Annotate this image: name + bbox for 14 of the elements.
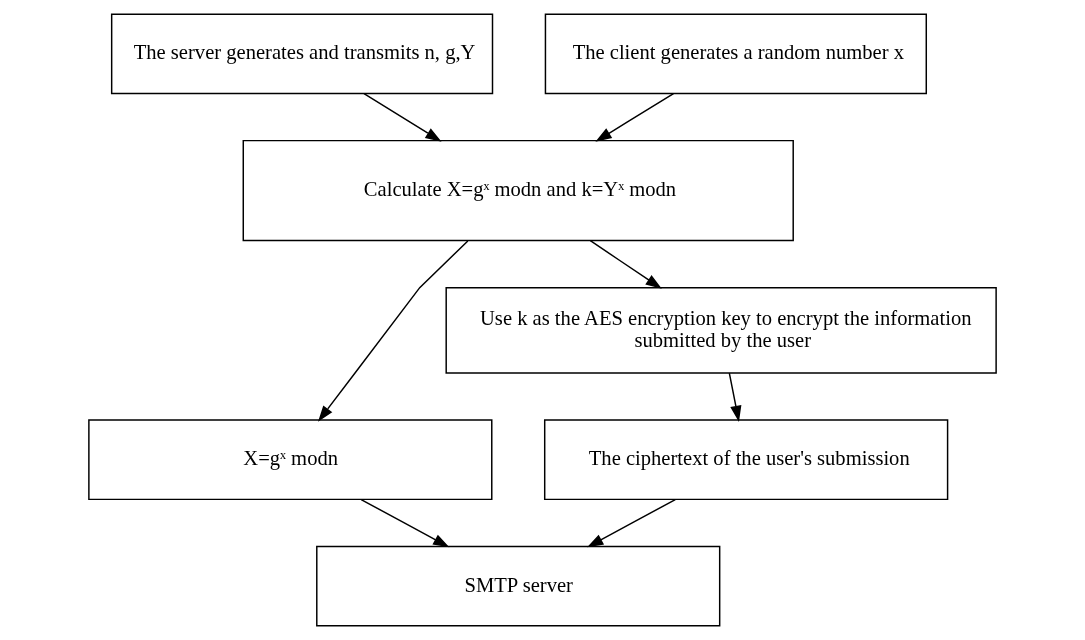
- arrow: [589, 239, 662, 289]
- node-box: The ciphertext of the user's submission: [543, 419, 949, 501]
- node-box: Use k as the AES encryption key to encrypt the information submitted by the user: [445, 286, 997, 374]
- arrow: [728, 372, 742, 422]
- node-box: The client generates a random number x: [544, 13, 927, 95]
- arrow: [595, 92, 675, 142]
- node-box: SMTP server: [316, 545, 721, 627]
- node-box: The server generates and transmits n, g,Y: [110, 13, 494, 95]
- arrow: [318, 240, 469, 422]
- node-box: Calculate X=gˣ modn and k=Yˣ modn: [242, 139, 794, 242]
- arrow: [363, 92, 442, 142]
- arrow: [360, 498, 450, 548]
- arrow: [587, 498, 677, 548]
- node-box: X=gˣ modn: [88, 419, 493, 501]
